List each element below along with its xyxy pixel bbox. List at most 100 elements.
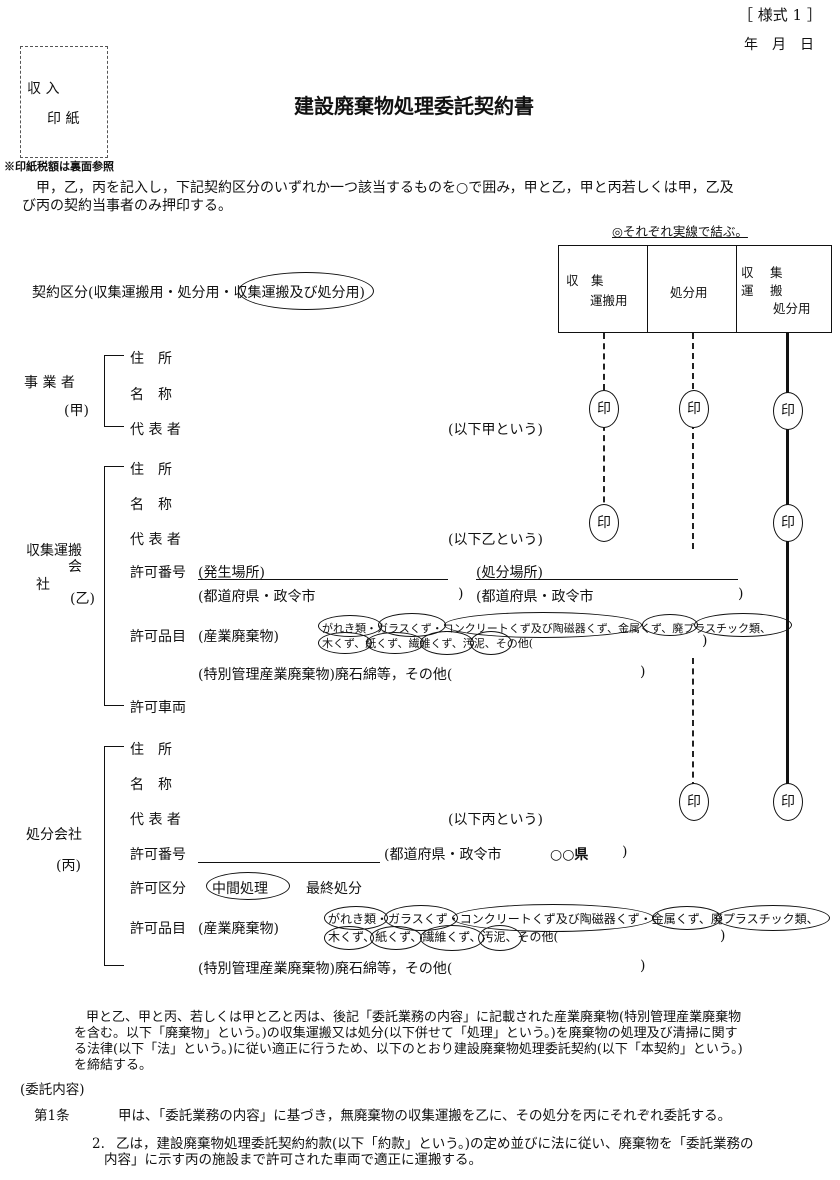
- party-b-close-2: ): [738, 586, 744, 602]
- seal-b-both[interactable]: 印: [773, 504, 803, 542]
- party-c-alias: (以下丙という): [448, 812, 543, 828]
- category-selected-oval[interactable]: [206, 872, 290, 900]
- form-number: ［ 様式 1 ］: [738, 6, 822, 24]
- party-c-name-label: 名 称: [130, 777, 172, 793]
- contract-type-selected-oval[interactable]: [238, 272, 374, 310]
- c-item-oval-7[interactable]: [370, 926, 422, 950]
- col-transport-l1: 収 集: [566, 273, 604, 288]
- party-b-alias: (以下乙という): [448, 532, 543, 548]
- party-a-address-label: 住 所: [130, 351, 172, 367]
- c-item-oval-4[interactable]: [652, 906, 722, 930]
- seal-b-transport[interactable]: 印: [589, 504, 619, 542]
- intro-line-2: び丙の契約当事者のみ押印する。: [22, 198, 232, 214]
- party-b-label-3: 社: [36, 577, 50, 593]
- section-heading: (委託内容): [20, 1082, 85, 1098]
- seal-a-disposal[interactable]: 印: [679, 390, 709, 428]
- party-a-rep-label: 代 表 者: [130, 422, 181, 438]
- party-b-items-label: 許可品目: [130, 629, 186, 645]
- b-item-oval-6[interactable]: [318, 632, 372, 654]
- intro-line-1: 甲，乙，丙を記入し，下記契約区分のいずれか一つ該当するものを○で囲み，甲と乙，甲…: [36, 180, 734, 196]
- b-item-oval-4[interactable]: [642, 614, 698, 636]
- article1-text: 甲は、「委託業務の内容」に基づき，無廃棄物の収集運搬を乙に、その処分を丙にそれぞ…: [118, 1108, 732, 1124]
- party-a-sub: (甲): [64, 403, 89, 419]
- col-both-l1: 収 集: [741, 265, 783, 280]
- stamp-tax-note: ※印紙税額は裏面参照: [4, 160, 114, 173]
- article1-number: 第1条: [34, 1108, 70, 1124]
- party-b-permit-disposal-line: [476, 579, 738, 580]
- party-c-items-label: 許可品目: [130, 921, 186, 937]
- col-disposal: 処分用: [670, 285, 708, 300]
- body-p1-line2: を含む。以下「廃棄物」という。)の収集運搬又は処分(以下併せて「処理」という。)…: [74, 1026, 738, 1041]
- party-b-items-close: ): [702, 633, 708, 649]
- party-b-pref-2: (都道府県・政令市: [476, 589, 594, 605]
- b-item-oval-7[interactable]: [366, 632, 424, 654]
- party-b-close-1: ): [458, 586, 464, 602]
- party-c-pref-close: ): [622, 844, 628, 860]
- revenue-stamp-box: [20, 46, 108, 158]
- party-a-alias: (以下甲という): [448, 422, 543, 438]
- combined-solid-line: [786, 333, 789, 803]
- party-b-address-label: 住 所: [130, 462, 172, 478]
- body-p1-line1: 甲と乙、甲と丙、若しくは甲と乙と丙は、後記「委託業務の内容」に記載された産業廃棄…: [86, 1010, 742, 1025]
- seal-c-both[interactable]: 印: [773, 783, 803, 821]
- c-item-oval-3[interactable]: [452, 904, 654, 932]
- party-b-vehicle-label: 許可車両: [130, 700, 186, 716]
- party-c-permit-line: [198, 862, 380, 863]
- party-c-items-type: (産業廃棄物): [198, 921, 279, 937]
- article2-number: 2.: [92, 1136, 105, 1152]
- party-b-permit-origin: (発生場所): [198, 565, 265, 581]
- col-both-l3: 処分用: [773, 301, 811, 316]
- c-item-oval-6[interactable]: [324, 926, 374, 950]
- c-item-oval-8[interactable]: [420, 925, 484, 951]
- party-b-rep-label: 代 表 者: [130, 532, 181, 548]
- date-line: 年 月 日: [744, 37, 814, 53]
- party-c-special: (特別管理産業廃棄物)廃石綿等，その他(: [198, 961, 453, 977]
- party-b-permit-origin-line: [198, 579, 448, 580]
- party-b-name-label: 名 称: [130, 497, 172, 513]
- col-transport-l2: 運搬用: [590, 293, 628, 308]
- party-c-sub: (丙): [56, 858, 81, 874]
- b-item-oval-3[interactable]: [444, 612, 642, 638]
- body-p1-line3: る法律(以下「法」という。)に従い適正に行うため、以下のとおり建設廃棄物処理委託…: [74, 1042, 743, 1057]
- seal-c-disposal[interactable]: 印: [679, 783, 709, 821]
- col-both-l2: 運 搬: [741, 283, 783, 298]
- disposal-dashed-line-a: [692, 333, 694, 549]
- party-c-category-final: 最終処分: [306, 881, 362, 897]
- body-p1-line4: を締結する。: [74, 1058, 153, 1073]
- b-item-oval-5[interactable]: [694, 613, 792, 637]
- b-item-oval-8[interactable]: [420, 631, 474, 655]
- solid-line-note: ◎それぞれ実線で結ぶ。: [612, 224, 748, 239]
- party-c-rep-label: 代 表 者: [130, 812, 181, 828]
- party-b-label-2: 会: [68, 559, 82, 575]
- party-c-address-label: 住 所: [130, 742, 172, 758]
- party-a-name-label: 名 称: [130, 387, 172, 403]
- party-b-label-1: 収集運搬: [26, 543, 82, 559]
- party-b-special: (特別管理産業廃棄物)廃石綿等，その他(: [198, 667, 453, 683]
- party-b-sub: (乙): [70, 591, 95, 607]
- party-b-special-close: ): [640, 664, 646, 680]
- party-a-label: 事 業 者: [24, 375, 75, 391]
- transport-dashed-line-a: [603, 333, 605, 533]
- article2-line1: 乙は，建設廃棄物処理委託契約約款(以下「約款」という。)の定め並びに法に従い、廃…: [116, 1136, 754, 1152]
- c-item-oval-9[interactable]: [478, 925, 522, 951]
- article2-line2: 内容」に示す丙の施設まで許可された車両で適正に運搬する。: [104, 1152, 482, 1168]
- party-b-permit-label: 許可番号: [130, 565, 186, 581]
- seal-a-transport[interactable]: 印: [589, 390, 619, 428]
- party-c-pref: (都道府県・政令市: [384, 847, 502, 863]
- party-c-special-close: ): [640, 958, 646, 974]
- stamp-box-line2: 印 紙: [47, 111, 80, 127]
- disposal-dashed-line-b: [692, 658, 694, 788]
- seal-a-both[interactable]: 印: [773, 392, 803, 430]
- column-header-table: [558, 245, 832, 333]
- party-c-items-close: ): [720, 928, 726, 944]
- party-c-permit-label: 許可番号: [130, 847, 186, 863]
- c-item-oval-5[interactable]: [716, 905, 830, 931]
- party-c-label: 処分会社: [26, 827, 82, 843]
- party-c-category-label: 許可区分: [130, 881, 186, 897]
- party-b-permit-disposal: (処分場所): [476, 565, 543, 581]
- party-c-pref-value: ○○県: [550, 847, 589, 863]
- b-item-oval-9[interactable]: [470, 631, 512, 655]
- stamp-box-line1: 収 入: [27, 81, 60, 97]
- party-b-pref-1: (都道府県・政令市: [198, 589, 316, 605]
- document-title: 建設廃棄物処理委託契約書: [294, 94, 534, 118]
